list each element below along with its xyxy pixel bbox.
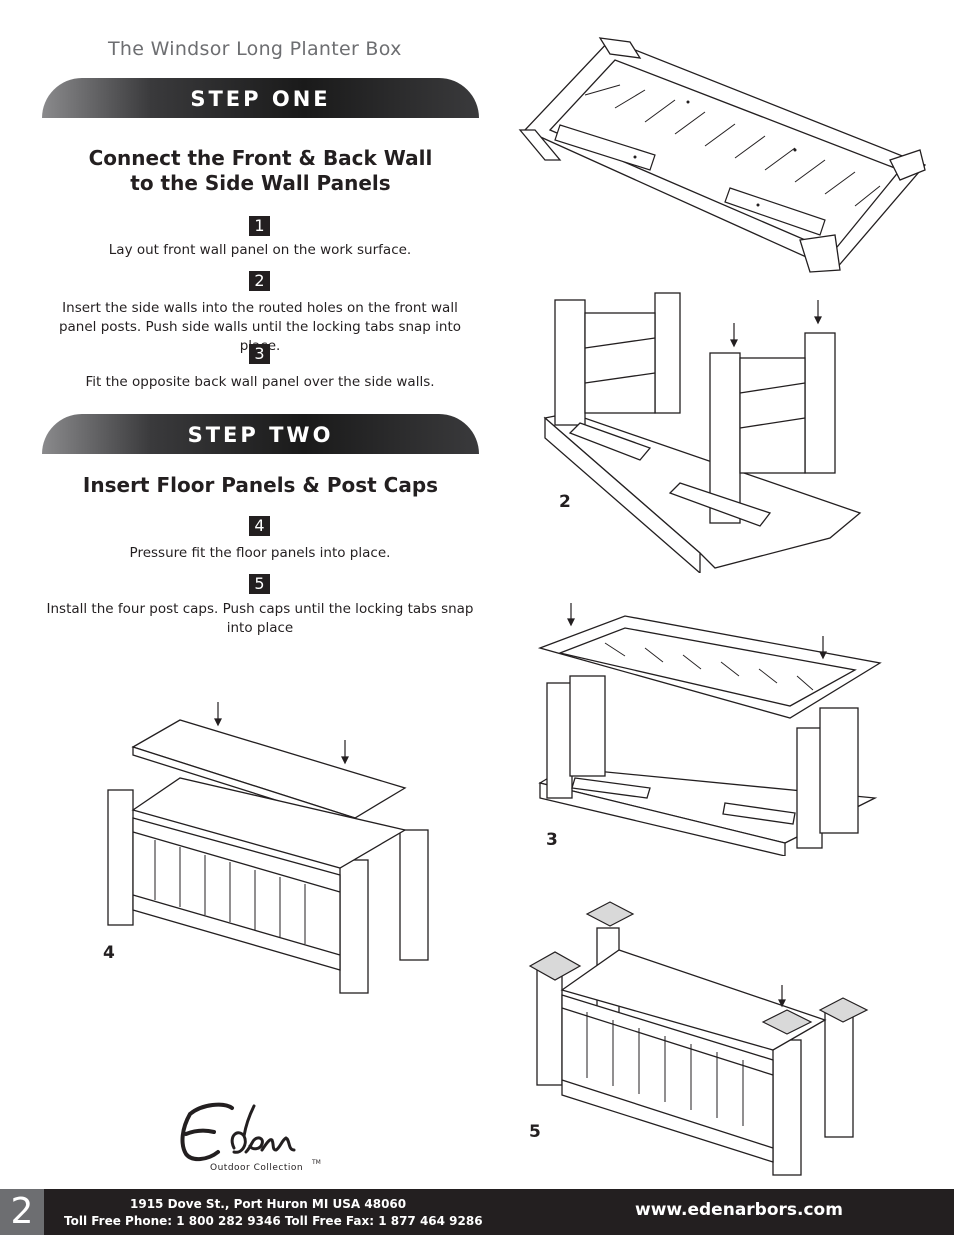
instruction-number-1: 1 <box>249 216 270 236</box>
figure-5-post-caps-illustration <box>528 901 869 1176</box>
figure-4-floor-panels-illustration <box>107 702 429 994</box>
step-one-heading-line1: Connect the Front & Back Wall <box>88 146 433 170</box>
instruction-text-3: Fit the opposite back wall panel over th… <box>85 374 435 390</box>
instruction-text-5: Install the four post caps. Push caps un… <box>40 600 480 638</box>
page-number: 2 <box>0 1189 44 1235</box>
figure-3-back-wall-illustration <box>537 603 882 856</box>
instruction-text-2-line1: Insert the side walls into the routed ho… <box>62 300 458 316</box>
instruction-number-2: 2 <box>249 271 270 291</box>
instruction-text-5-line1: Install the four post caps. Push caps un… <box>46 601 474 617</box>
footer-bar: 2 1915 Dove St., Port Huron MI USA 48060… <box>0 1189 954 1235</box>
svg-text:Outdoor Collection: Outdoor Collection <box>210 1163 303 1173</box>
step-one-heading-line2: to the Side Wall Panels <box>130 171 391 195</box>
instruction-text-5-line2: into place <box>226 620 294 636</box>
step-two-label: STEP TWO <box>187 423 334 447</box>
address-line2: Toll Free Phone: 1 800 282 9346 Toll Fre… <box>64 1214 483 1228</box>
website-link[interactable]: www.edenarbors.com <box>635 1200 843 1220</box>
address-line1: 1915 Dove St., Port Huron MI USA 48060 <box>130 1197 407 1211</box>
figure-label-4: 4 <box>103 943 115 963</box>
instruction-text-4: Pressure fit the floor panels into place… <box>129 545 391 561</box>
step-one-heading: Connect the Front & Back Wall to the Sid… <box>42 146 479 196</box>
figure-label-2: 2 <box>559 492 571 512</box>
figure-2-side-walls-illustration <box>543 292 862 573</box>
figure-1-front-wall-illustration <box>518 37 927 273</box>
instruction-number-4: 4 <box>249 516 270 536</box>
step-one-banner: STEP ONE <box>42 78 479 118</box>
svg-text:TM: TM <box>311 1159 321 1166</box>
figure-label-3: 3 <box>546 830 558 850</box>
footer-address: 1915 Dove St., Port Huron MI USA 48060 T… <box>64 1196 483 1230</box>
step-two-heading: Insert Floor Panels & Post Caps <box>82 473 439 497</box>
instruction-number-5: 5 <box>249 574 270 594</box>
step-two-banner: STEP TWO <box>42 414 479 454</box>
eden-logo: Outdoor Collection TM <box>180 1102 321 1173</box>
figure-label-5: 5 <box>529 1122 541 1142</box>
instruction-number-3: 3 <box>249 344 270 364</box>
instruction-text-1: Lay out front wall panel on the work sur… <box>108 242 412 258</box>
step-one-label: STEP ONE <box>190 87 331 111</box>
product-title: The Windsor Long Planter Box <box>108 38 402 60</box>
